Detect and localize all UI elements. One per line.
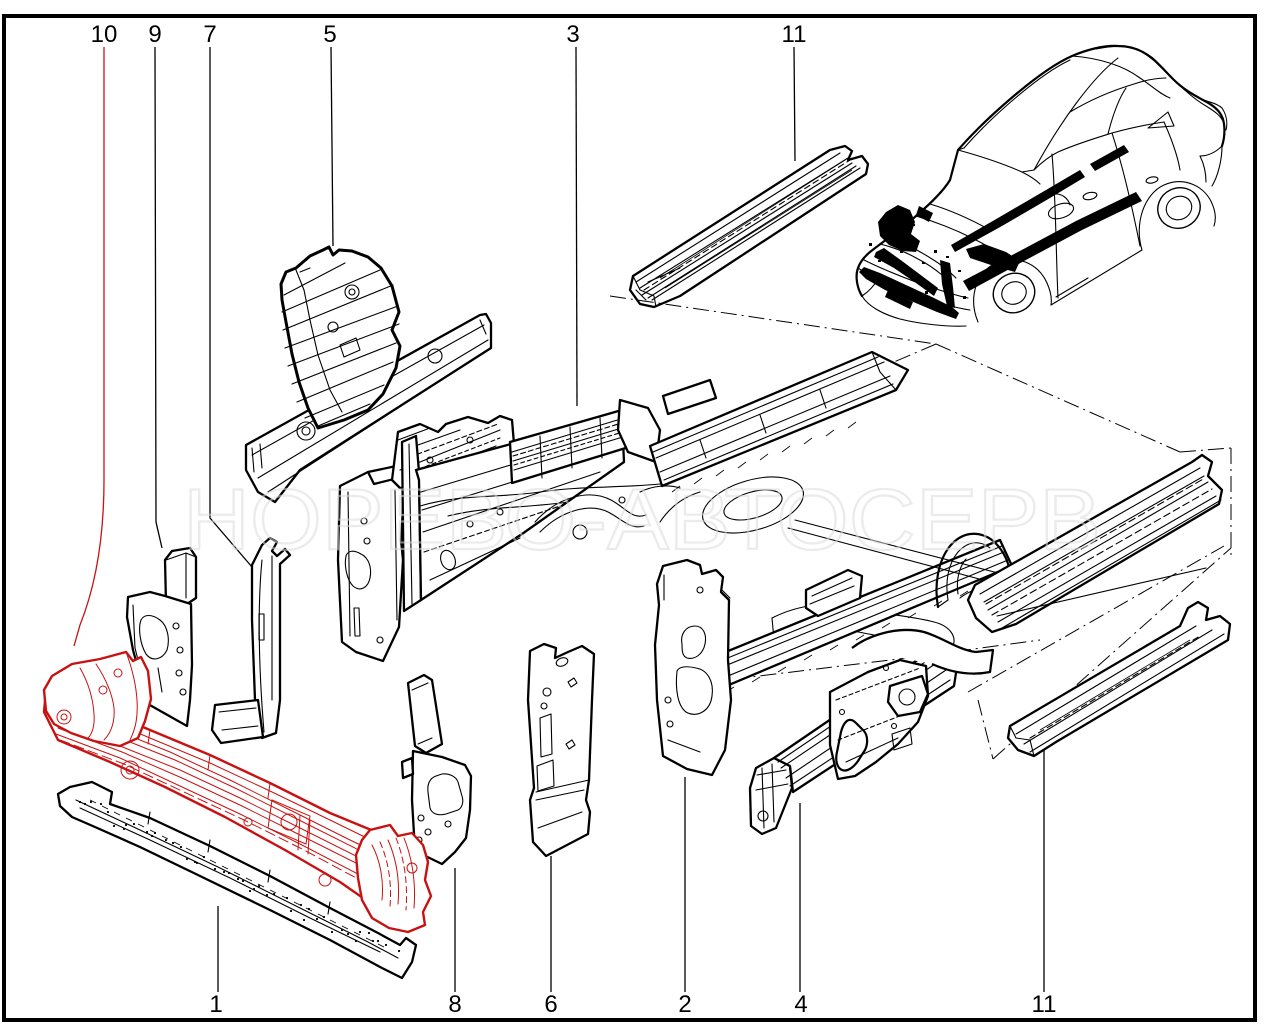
svg-text:10: 10: [91, 21, 118, 48]
svg-text:НОРЕВО-АВТОСЕРВ: НОРЕВО-АВТОСЕРВ: [183, 472, 1101, 568]
svg-text:11: 11: [1032, 991, 1057, 1018]
svg-text:9: 9: [148, 21, 161, 48]
svg-text:6: 6: [544, 991, 557, 1018]
svg-text:1: 1: [209, 991, 222, 1018]
svg-text:7: 7: [203, 21, 216, 48]
svg-text:2: 2: [678, 991, 691, 1018]
svg-text:8: 8: [448, 991, 461, 1018]
svg-text:5: 5: [323, 21, 336, 48]
svg-text:4: 4: [794, 991, 807, 1018]
svg-text:11: 11: [782, 21, 807, 48]
svg-text:3: 3: [566, 21, 579, 48]
